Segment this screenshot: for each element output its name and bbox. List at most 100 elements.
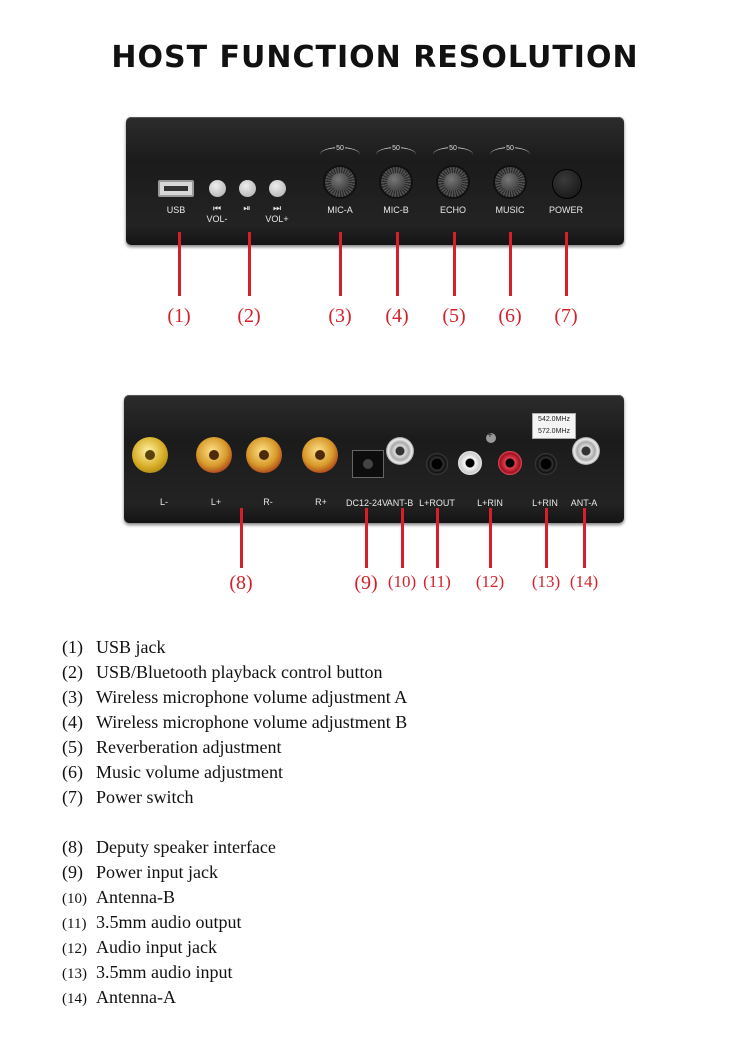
prev-icon: ⏮	[212, 203, 222, 213]
legend-item: (6) Music volume adjustment	[62, 762, 283, 783]
mic-a-knob	[323, 165, 357, 199]
legend-text: Power switch	[96, 787, 194, 807]
legend-number: (10)	[62, 891, 87, 907]
antenna-b-connector	[386, 437, 414, 465]
leader-line	[178, 232, 181, 296]
legend-number: (2)	[62, 662, 83, 682]
legend-item: (11)3.5mm audio output	[62, 912, 242, 933]
legend-item: (2) USB/Bluetooth playback control button	[62, 662, 382, 683]
antenna-a-connector	[572, 437, 600, 465]
leader-line	[565, 232, 568, 296]
leader-line	[545, 508, 548, 568]
callout-12: (12)	[475, 572, 505, 591]
speaker-label-r-minus: R-	[263, 497, 273, 507]
leader-line	[240, 508, 243, 568]
rca-red-input	[498, 451, 522, 475]
leader-line	[583, 508, 586, 568]
legend-text: Music volume adjustment	[96, 762, 283, 782]
next-button	[269, 180, 286, 197]
knob-scale-label: 50	[391, 145, 401, 152]
legend-text: Antenna-B	[96, 887, 175, 907]
legend-item: (5) Reverberation adjustment	[62, 737, 281, 758]
rear-panel-photo: L- L+ R- R+ DC12-24V ANT-B L+ROUT L+RIN …	[124, 395, 624, 523]
callout-14: (14)	[569, 572, 599, 591]
power-label: POWER	[548, 205, 584, 215]
legend-item: (3)Wireless microphone volume adjustment…	[62, 687, 407, 708]
speaker-terminal-l-plus	[196, 437, 232, 473]
echo-label: ECHO	[439, 205, 467, 215]
callout-5: (5)	[442, 305, 466, 327]
legend-item: (1) USB jack	[62, 637, 166, 658]
knob-scale-label: 50	[335, 145, 345, 152]
legend-text: USB jack	[96, 637, 166, 657]
lr-in-label-1: L+RIN	[477, 498, 503, 508]
leader-line	[396, 232, 399, 296]
callout-1: (1)	[167, 305, 191, 327]
legend-number: (12)	[62, 941, 87, 957]
music-label: MUSIC	[495, 205, 525, 215]
play-pause-button	[239, 180, 256, 197]
callout-13: (13)	[531, 572, 561, 591]
next-icon: ⏭	[272, 203, 282, 213]
leader-line	[365, 508, 368, 568]
legend-number: (14)	[62, 991, 87, 1007]
leader-line	[248, 232, 251, 296]
callout-6: (6)	[498, 305, 522, 327]
legend-number: (11)	[62, 916, 87, 932]
speaker-label-l-minus: L-	[159, 497, 169, 507]
screw	[486, 430, 496, 443]
speaker-label-r-plus: R+	[315, 497, 327, 507]
legend-number: (1)	[62, 637, 83, 657]
leader-line	[453, 232, 456, 296]
legend-text: Reverberation adjustment	[96, 737, 282, 757]
legend-text: Wireless microphone volume adjustment B	[96, 712, 408, 732]
speaker-terminal-l-minus	[132, 437, 168, 473]
legend-item: (14)Antenna-A	[62, 987, 176, 1008]
legend-item: (13)3.5mm audio input	[62, 962, 233, 983]
vol-plus-label: VOL+	[265, 214, 289, 224]
legend-item: (4)Wireless microphone volume adjustment…	[62, 712, 407, 733]
legend-number: (6)	[62, 762, 83, 782]
mic-b-label: MIC-B	[383, 205, 409, 215]
speaker-terminal-r-plus	[302, 437, 338, 473]
usb-label: USB	[166, 205, 186, 215]
music-knob	[493, 165, 527, 199]
legend-number: (8)	[62, 837, 83, 857]
legend-text: Audio input jack	[96, 937, 217, 957]
lr-out-label: L+ROUT	[419, 498, 455, 508]
legend-text: Wireless microphone volume adjustment A	[96, 687, 408, 707]
legend-item: (7)Power switch	[62, 787, 194, 808]
speaker-label-l-plus: L+	[210, 497, 222, 507]
legend-text: USB/Bluetooth playback control button	[96, 662, 383, 682]
leader-line	[436, 508, 439, 568]
callout-9: (9)	[354, 572, 378, 594]
power-button	[552, 169, 582, 199]
leader-line	[489, 508, 492, 568]
audio-in-jack	[535, 453, 557, 475]
dc-power-jack	[352, 450, 384, 478]
dc-label: DC12-24V	[345, 498, 389, 508]
legend-text: Power input jack	[96, 862, 218, 882]
freq-1: 542.0MHz	[538, 416, 570, 423]
usb-port	[158, 180, 194, 197]
callout-10: (10)	[387, 572, 417, 591]
play-pause-icon: ⏯	[243, 203, 251, 213]
leader-line	[339, 232, 342, 296]
leader-line	[401, 508, 404, 568]
legend-item: (9)Power input jack	[62, 862, 218, 883]
lr-in-label-2: L+RIN	[532, 498, 558, 508]
front-panel-photo: USB ⏮ VOL- ⏯ ⏭ VOL+ 50 MIC-A 50 MIC-B 50…	[126, 117, 624, 245]
callout-2: (2)	[237, 305, 261, 327]
callout-3: (3)	[328, 305, 352, 327]
knob-scale-label: 50	[505, 145, 515, 152]
mic-b-knob	[379, 165, 413, 199]
rca-white-input	[458, 451, 482, 475]
audio-out-jack	[426, 453, 448, 475]
legend-item: (8)Deputy speaker interface	[62, 837, 276, 858]
vol-minus-label: VOL-	[206, 214, 228, 224]
callout-8: (8)	[229, 572, 253, 594]
legend-text: 3.5mm audio input	[96, 962, 233, 982]
ant-a-label: ANT-A	[570, 498, 598, 508]
legend-number: (5)	[62, 737, 83, 757]
leader-line	[509, 232, 512, 296]
